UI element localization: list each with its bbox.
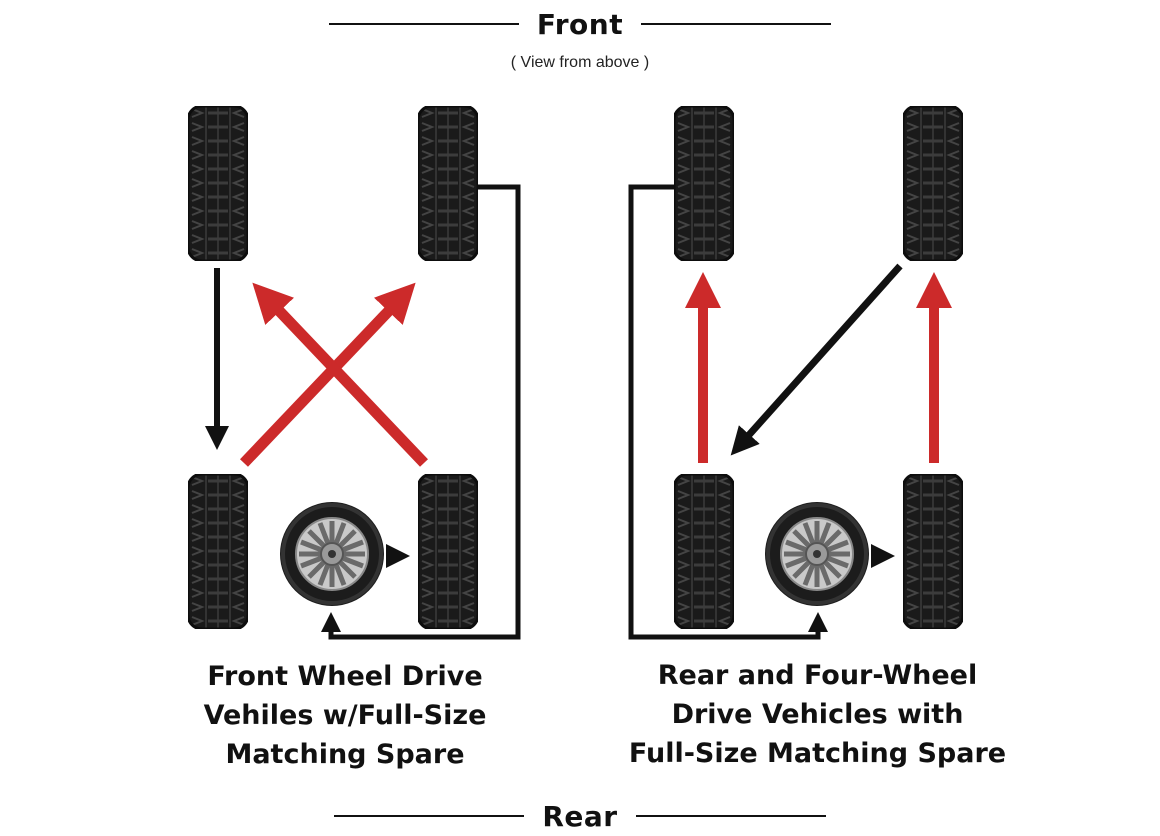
tire-front-right	[418, 106, 478, 261]
tire-front-left	[674, 106, 734, 261]
arrow-rl-to-fr	[240, 282, 416, 467]
rear-header: Rear	[0, 796, 1160, 836]
caption-line: Drive Vehicles with	[671, 699, 964, 730]
right-caption: Rear and Four-Wheel Drive Vehicles with …	[605, 656, 1030, 773]
caption-line: Full-Size Matching Spare	[628, 738, 1007, 769]
front-header: Front	[0, 4, 1160, 44]
arrow-fl-to-spare	[628, 184, 828, 640]
caption-line: Matching Spare	[225, 739, 465, 770]
tire-front-right	[903, 106, 963, 261]
tire-rear-right	[418, 474, 478, 629]
caption-line: Vehiles w/Full-Size	[203, 700, 487, 731]
front-label: Front	[536, 7, 624, 41]
divider	[635, 815, 826, 817]
view-note: ( View from above )	[510, 54, 650, 71]
caption-line: Rear and Four-Wheel	[657, 660, 978, 691]
divider	[334, 815, 525, 817]
divider	[328, 23, 519, 25]
caption-line: Front Wheel Drive	[207, 661, 483, 692]
right-diagram	[628, 106, 963, 640]
rear-label: Rear	[542, 799, 618, 833]
arrow-rr-to-fl	[252, 282, 428, 467]
left-caption: Front Wheel Drive Vehiles w/Full-Size Ma…	[160, 657, 530, 774]
tire-rear-left	[674, 474, 734, 629]
arrow-fr-to-rl	[730, 263, 903, 456]
tire-front-left	[188, 106, 248, 261]
divider	[641, 23, 832, 25]
arrow-fr-to-spare	[321, 184, 521, 640]
spare-wheel	[280, 502, 384, 606]
spare-wheel	[765, 502, 869, 606]
tire-rear-right	[903, 474, 963, 629]
tire-rear-left	[188, 474, 248, 629]
left-diagram	[188, 106, 521, 640]
